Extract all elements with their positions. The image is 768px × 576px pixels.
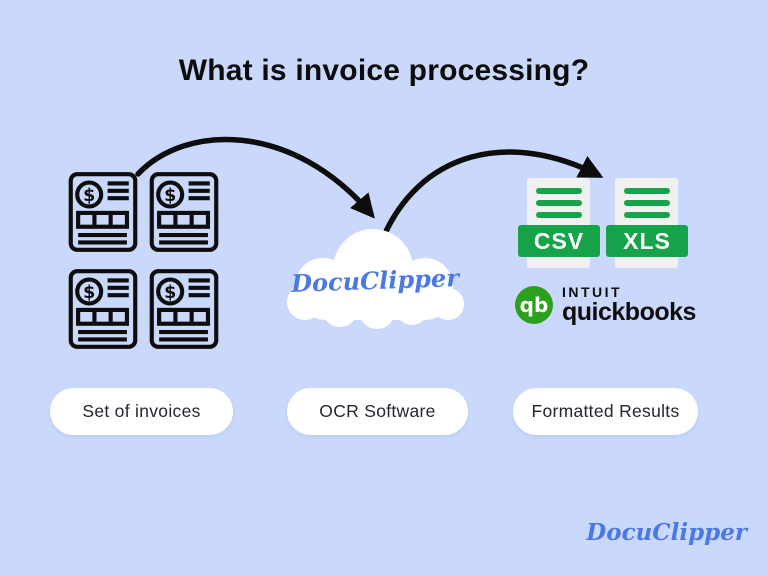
csv-file-icon: CSV [518,178,600,268]
quickbooks-wordmark: INTUIT quickbooks [562,285,696,325]
stage-label-set-of-invoices: Set of invoices [50,388,233,435]
page-title: What is invoice processing? [178,54,590,87]
dollar-sign-icon: $ [83,283,95,303]
text-line [623,212,670,218]
invoice-icon: $ [68,269,138,349]
footer-brand-wordmark: DocuClipper [586,519,747,546]
invoice-set: $ $ [68,169,219,352]
invoice-icon: $ [149,172,219,252]
text-line [535,212,582,218]
dollar-sign-icon: $ [83,186,95,206]
invoice-icon: $ [68,172,138,252]
xls-label-banner: XLS [606,225,688,257]
arrow-ocr-to-results-icon [377,149,604,248]
quickbooks-label: quickbooks [562,298,696,326]
stage-label-ocr-software: OCR Software [287,388,468,435]
text-line [535,200,582,206]
invoice-icon: $ [149,269,219,349]
quickbooks-monogram-icon: qb [515,286,553,324]
intuit-label: INTUIT [562,284,623,300]
quickbooks-logo: qb INTUIT quickbooks [515,285,696,325]
xls-file-icon: XLS [606,178,688,268]
cloud-icon [287,229,464,329]
dollar-sign-icon: $ [164,186,176,206]
ocr-cloud: DocuClipper [285,224,465,330]
text-line [623,200,670,206]
stage-label-formatted-results: Formatted Results [513,388,698,435]
text-line [623,188,670,194]
arrow-invoices-to-ocr-icon [135,136,375,219]
csv-label-banner: CSV [518,225,600,257]
dollar-sign-icon: $ [164,283,176,303]
text-line [535,188,582,194]
